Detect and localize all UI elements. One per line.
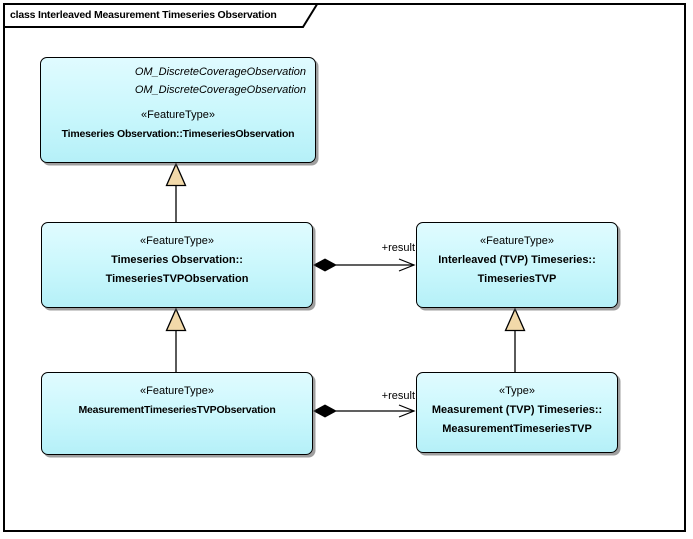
generalization-connector-3[interactable]: [504, 307, 526, 372]
generalization-triangle-icon: [165, 162, 187, 187]
class-name-line: TimeseriesTVPObservation: [105, 273, 249, 285]
inherited-classifier: OM_DiscreteCoverageObservation: [134, 66, 306, 78]
class-name: Timeseries Observation::TimeseriesObserv…: [61, 128, 295, 140]
class-box-measurement-timeseries-tvp-observation[interactable]: «FeatureType» MeasurementTimeseriesTVPOb…: [41, 372, 313, 455]
generalization-connector-2[interactable]: [165, 307, 187, 372]
class-box-measurement-timeseries-tvp[interactable]: «Type» Measurement (TVP) Timeseries:: Me…: [416, 372, 618, 453]
open-arrowhead-icon: [398, 258, 416, 272]
inherited-classifier-notes: OM_DiscreteCoverageObservation OM_Discre…: [41, 58, 315, 99]
inherited-classifier: OM_DiscreteCoverageObservation: [134, 84, 306, 96]
diagram-tab-outline: [3, 2, 319, 28]
stereotype-label: «FeatureType»: [140, 235, 214, 247]
class-name-line: Measurement (TVP) Timeseries::: [431, 404, 603, 416]
connector-role-label: +result: [381, 390, 415, 402]
class-name-line: MeasurementTimeseriesTVP: [442, 423, 592, 435]
class-box-timeseries-tvp[interactable]: «FeatureType» Interleaved (TVP) Timeseri…: [416, 222, 618, 308]
generalization-triangle-icon: [504, 307, 526, 332]
composition-connector-1[interactable]: [313, 258, 416, 272]
generalization-triangle-icon: [165, 307, 187, 332]
stereotype-label: «FeatureType»: [141, 109, 215, 121]
diagram-frame: [3, 3, 686, 532]
composition-diamond-icon: [313, 404, 337, 418]
diagram-title: class Interleaved Measurement Timeseries…: [10, 9, 277, 21]
stereotype-label: «FeatureType»: [140, 385, 214, 397]
class-name-line: TimeseriesTVP: [477, 273, 557, 285]
class-name-line: Timeseries Observation::: [111, 254, 243, 266]
connector-role-label: +result: [381, 242, 415, 254]
composition-connector-2[interactable]: [313, 404, 416, 418]
stereotype-label: «Type»: [498, 385, 536, 397]
open-arrowhead-icon: [398, 404, 416, 418]
class-box-timeseries-observation[interactable]: OM_DiscreteCoverageObservation OM_Discre…: [40, 57, 316, 163]
class-name: MeasurementTimeseriesTVPObservation: [78, 404, 276, 416]
generalization-connector-1[interactable]: [165, 162, 187, 222]
class-box-timeseries-tvp-observation[interactable]: «FeatureType» Timeseries Observation:: T…: [41, 222, 313, 308]
stereotype-label: «FeatureType»: [480, 235, 554, 247]
class-name-line: Interleaved (TVP) Timeseries::: [438, 254, 596, 266]
composition-diamond-icon: [313, 258, 337, 272]
